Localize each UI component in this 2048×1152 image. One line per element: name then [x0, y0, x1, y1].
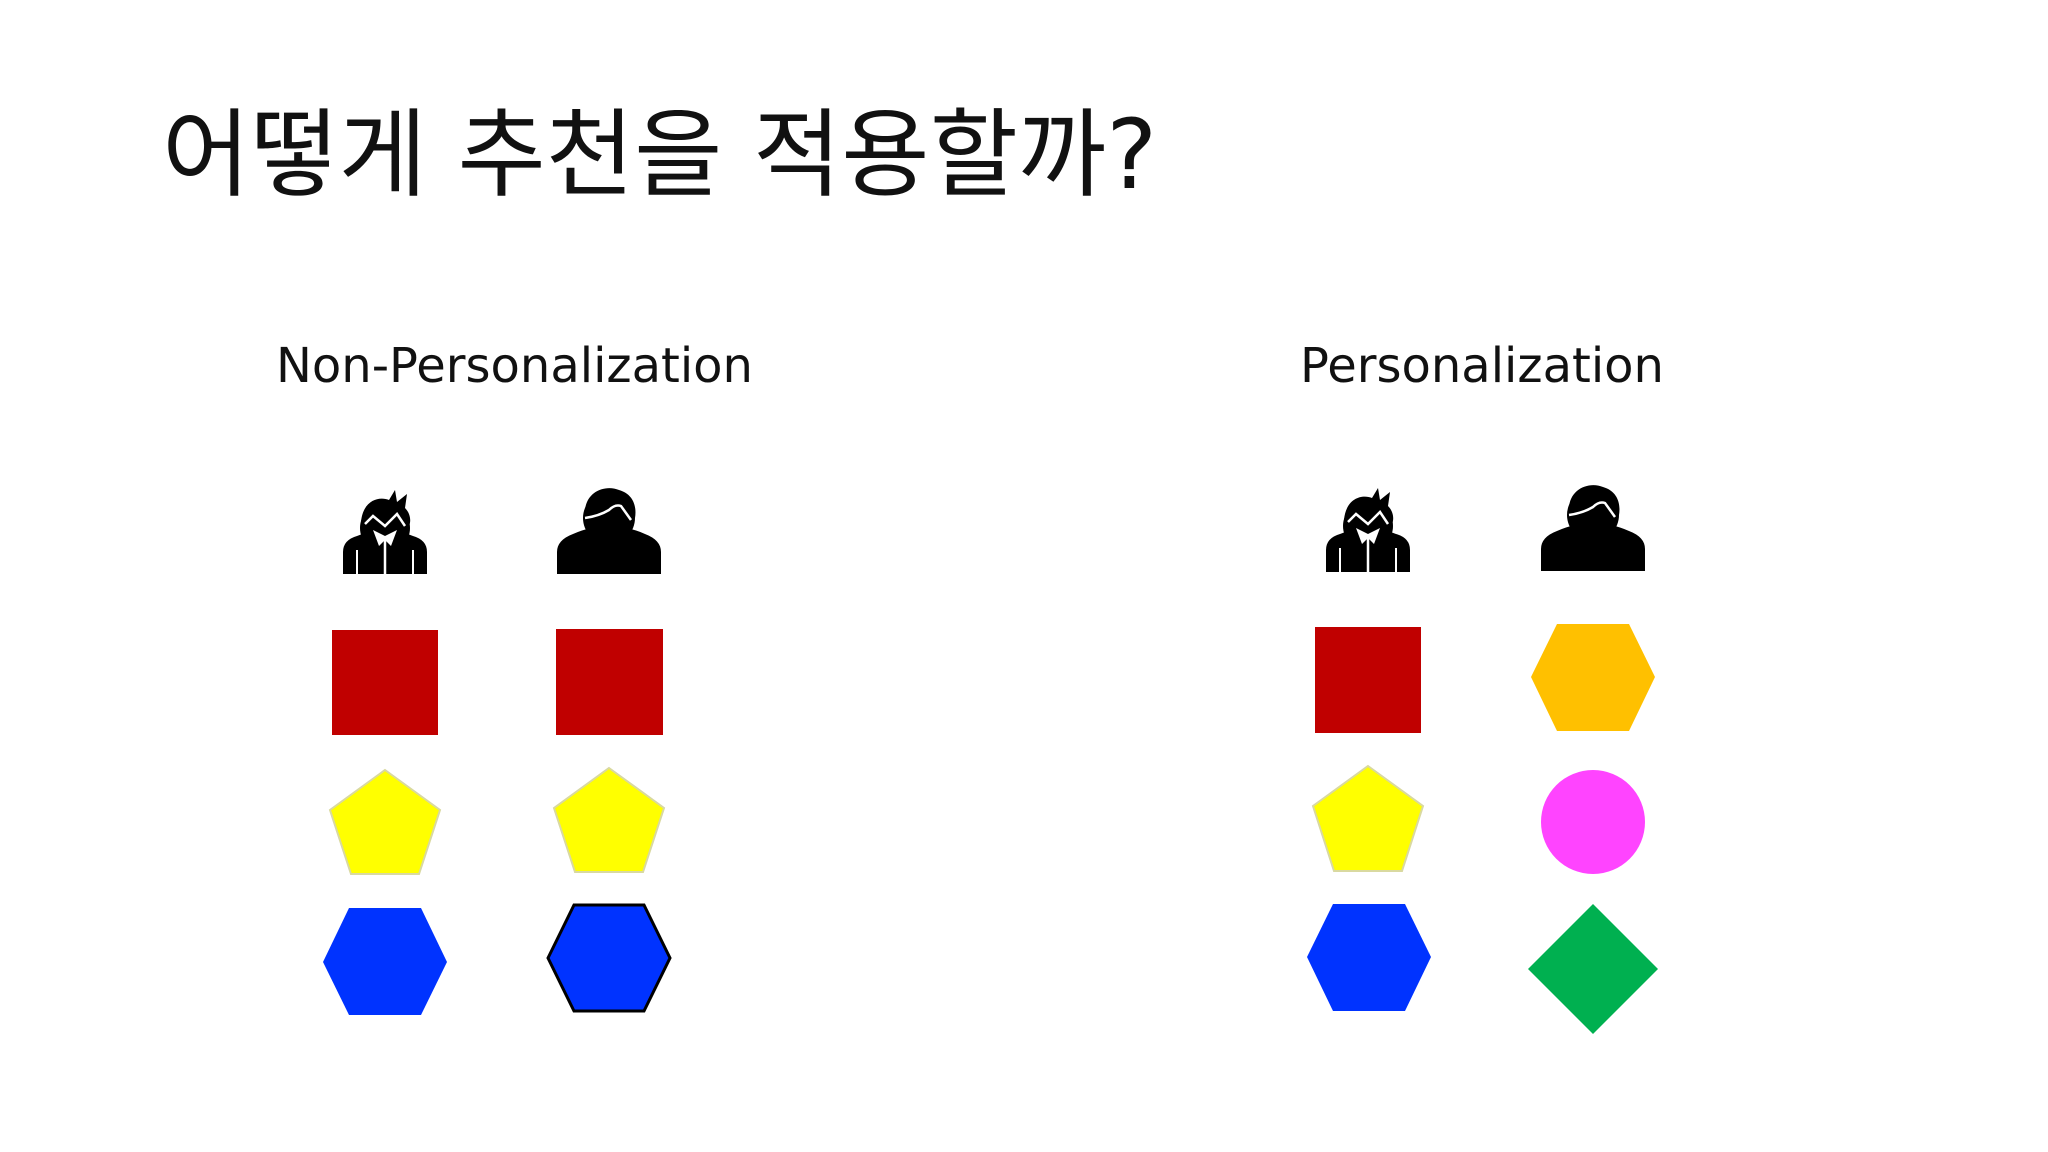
square-shape: [1315, 627, 1421, 733]
pentagon-shape: [552, 766, 666, 873]
hexagon-shape: [323, 908, 447, 1015]
hexagon-shape: [1531, 624, 1655, 731]
child-user-icon: [1324, 486, 1412, 574]
page-title: 어떻게 추천을 적용할까?: [162, 99, 1158, 211]
adult-user-icon: [555, 486, 663, 576]
circle-shape: [1541, 770, 1645, 874]
square-shape: [556, 629, 663, 735]
section-label-personalization: Personalization: [1300, 338, 1664, 394]
hexagon-shape: [546, 903, 672, 1013]
adult-user-icon: [1539, 483, 1647, 573]
section-label-non-personalization: Non-Personalization: [276, 338, 753, 394]
square-shape: [332, 630, 438, 735]
child-user-icon: [341, 488, 429, 576]
diamond-shape: [1528, 904, 1658, 1034]
hexagon-shape: [1307, 904, 1431, 1011]
pentagon-shape: [328, 768, 442, 875]
pentagon-shape: [1311, 764, 1425, 872]
